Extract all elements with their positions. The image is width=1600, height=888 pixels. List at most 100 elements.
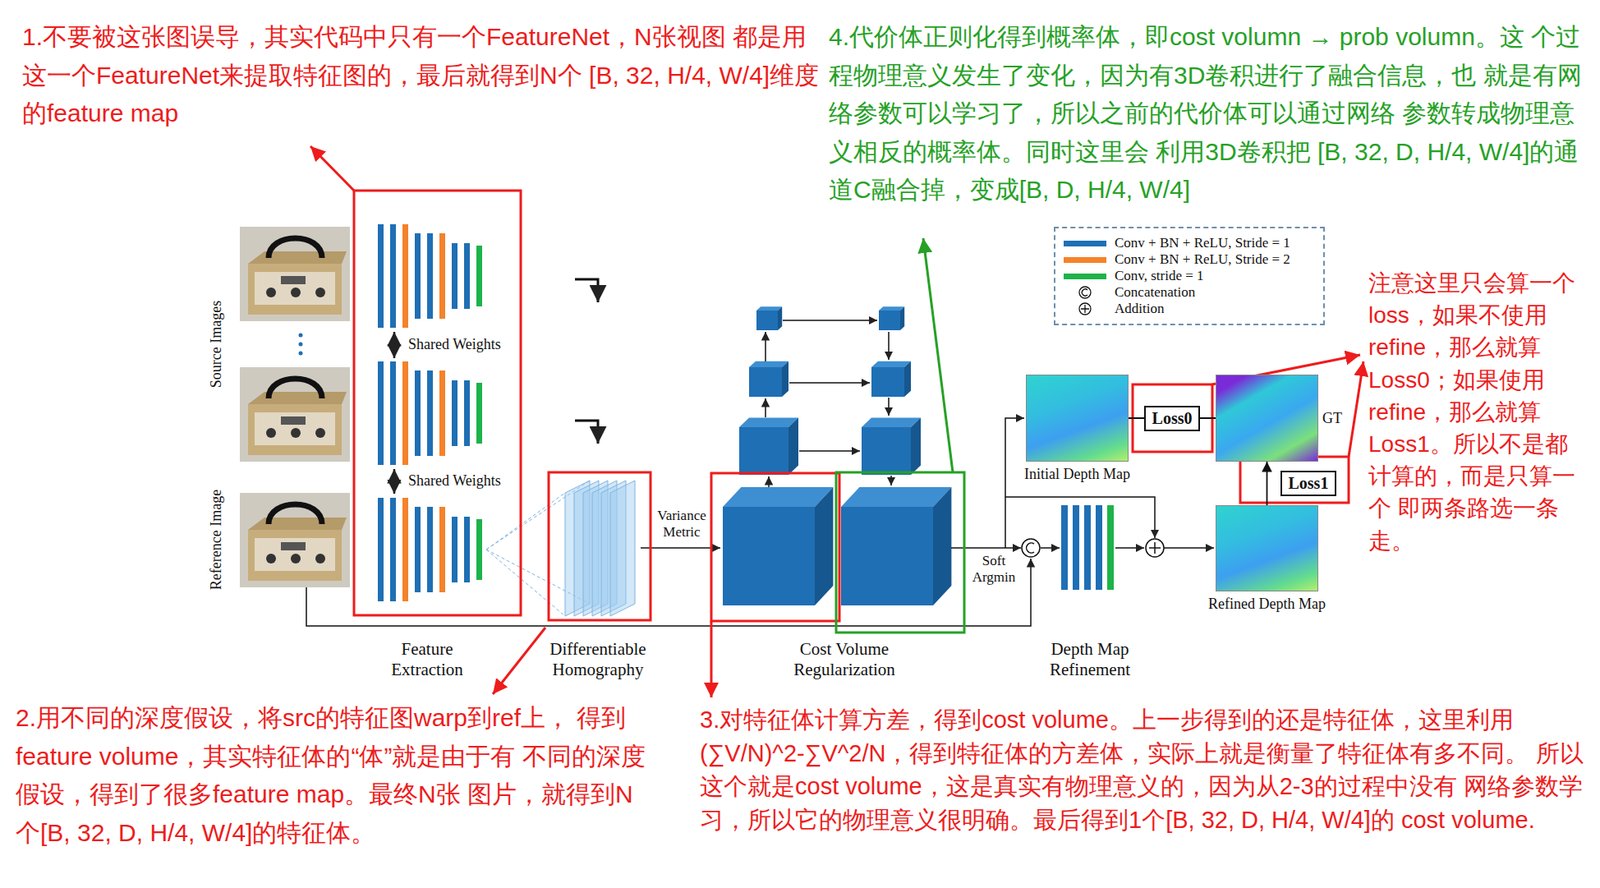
depth-map-image: Refined Depth Map [1215, 505, 1319, 592]
ellipsis-dot [298, 342, 304, 347]
cost-volume-cube [722, 487, 833, 606]
axis-label: Source Images [207, 300, 226, 388]
layer-bar [1084, 505, 1091, 590]
flow-arrow [1040, 547, 1060, 549]
callout-note: 3.对特征体计算方差，得到cost volume。上一步得到的还是特征体，这里利… [699, 703, 1596, 837]
corner-arrow [574, 420, 598, 444]
legend-text: Conv, stride = 1 [1114, 267, 1205, 285]
stage-label: Cost Volume Regularization [786, 639, 902, 681]
operation-label: Variance Metric [652, 507, 712, 540]
legend-row: Addition [1063, 300, 1315, 318]
skip-arrow [1005, 496, 1155, 538]
depth-plane [610, 480, 635, 617]
flow-arrow [887, 397, 890, 416]
concat-mark [1026, 542, 1035, 553]
legend-row: Concatenation [1063, 284, 1315, 301]
feature-net [377, 224, 483, 328]
highlight-box [1240, 456, 1349, 503]
legend-text: Conv + BN + ReLU, Stride = 1 [1114, 234, 1291, 252]
flow-arrow [890, 475, 892, 486]
leader-arrow [492, 627, 546, 695]
flow-arrow [799, 450, 860, 452]
shared-arrow [393, 331, 396, 359]
highlight-box [548, 472, 651, 621]
unet-cube [756, 306, 782, 331]
unet-cube [749, 361, 789, 397]
ellipsis-dot [298, 333, 304, 338]
leader-arrow [310, 146, 355, 191]
shared-weights-label: Shared Weights [408, 335, 502, 354]
source-photo [239, 367, 350, 462]
corner-arrow [574, 279, 598, 303]
highlight-box [711, 473, 840, 621]
depth-map-image: Initial Depth Map [1025, 374, 1129, 462]
flow-arrow [764, 331, 767, 362]
addition-symbol [1145, 538, 1164, 557]
layer-bar [1107, 505, 1114, 590]
flow-arrow [887, 331, 890, 360]
flow-arrow [789, 381, 870, 384]
layer-bar [1072, 505, 1080, 590]
callout-note: 注意这里只会算一个 loss，如果不使用 refine，那么就算 Loss0；如… [1368, 266, 1596, 557]
loss-label: Loss0 [1144, 405, 1201, 432]
flow-arrow [1163, 547, 1214, 549]
shared-weights-label: Shared Weights [408, 472, 502, 490]
symbol-mark [1080, 304, 1090, 313]
callout-note: 2.用不同的深度假设，将src的特征图warp到ref上， 得到feature … [15, 698, 649, 852]
leader-arrow [710, 620, 713, 698]
stage-label: Depth Map Refinement [1042, 639, 1138, 681]
legend-symbol [1063, 285, 1107, 300]
flow-arrow [767, 476, 770, 488]
concat-symbol [1021, 538, 1040, 557]
legend-swatch [1063, 273, 1107, 280]
flow-arrow [951, 547, 1021, 549]
highlight-box [1132, 384, 1213, 452]
leader-arrow [923, 238, 953, 473]
depth-map-image: GT [1215, 374, 1319, 462]
legend-text: Addition [1114, 300, 1164, 318]
unet-cube [861, 417, 921, 475]
legend-row: Conv + BN + ReLU, Stride = 1 [1063, 234, 1315, 252]
source-photo [239, 226, 350, 322]
addition-mark [1154, 542, 1156, 554]
feature-net [377, 361, 483, 465]
image-caption: Initial Depth Map [1022, 465, 1132, 483]
symbol-circle [1079, 303, 1091, 315]
flow-arrow [1005, 418, 1025, 548]
legend-symbol [1063, 301, 1107, 317]
feature-net [377, 497, 483, 602]
unet-cube [878, 306, 905, 331]
layer-bar [1095, 505, 1103, 590]
flow-arrow [764, 398, 767, 418]
image-caption: Refined Depth Map [1206, 595, 1328, 613]
legend-row: Conv + BN + ReLU, Stride = 2 [1063, 251, 1315, 268]
legend-text: Conv + BN + ReLU, Stride = 2 [1114, 251, 1291, 268]
projection-ray [486, 492, 566, 550]
connector [1266, 461, 1269, 506]
unet-cube [739, 417, 799, 475]
symbol-mark [1081, 289, 1088, 296]
ellipsis-dot [298, 351, 304, 356]
callout-note: 4.代价体正则化得到概率体，即cost volumn → prob volumn… [828, 18, 1597, 210]
loss-label: Loss1 [1280, 470, 1338, 497]
flow-arrow [782, 319, 878, 322]
shared-arrow [393, 468, 396, 494]
callout-note: 1.不要被这张图误导，其实代码中只有一个FeatureNet，N张视图 都是用这… [22, 18, 823, 134]
legend-swatch [1063, 240, 1107, 247]
reference-photo [239, 492, 350, 588]
legend-box: Conv + BN + ReLU, Stride = 1Conv + BN + … [1053, 226, 1325, 326]
legend-row: Conv, stride = 1 [1063, 267, 1315, 285]
leader-arrow [1348, 361, 1364, 457]
flow-arrow [640, 547, 721, 549]
stage-label: Feature Extraction [377, 639, 477, 681]
prob-volume-cube [841, 487, 952, 606]
legend-swatch [1063, 257, 1107, 263]
stage-label: Differentiable Homography [536, 639, 660, 681]
operation-label: Soft Argmin [969, 552, 1019, 585]
highlight-box [836, 472, 965, 633]
projection-ray [486, 549, 566, 617]
legend-text: Concatenation [1114, 284, 1196, 301]
axis-label: Reference Image [207, 489, 226, 590]
layer-bar [1061, 505, 1068, 590]
